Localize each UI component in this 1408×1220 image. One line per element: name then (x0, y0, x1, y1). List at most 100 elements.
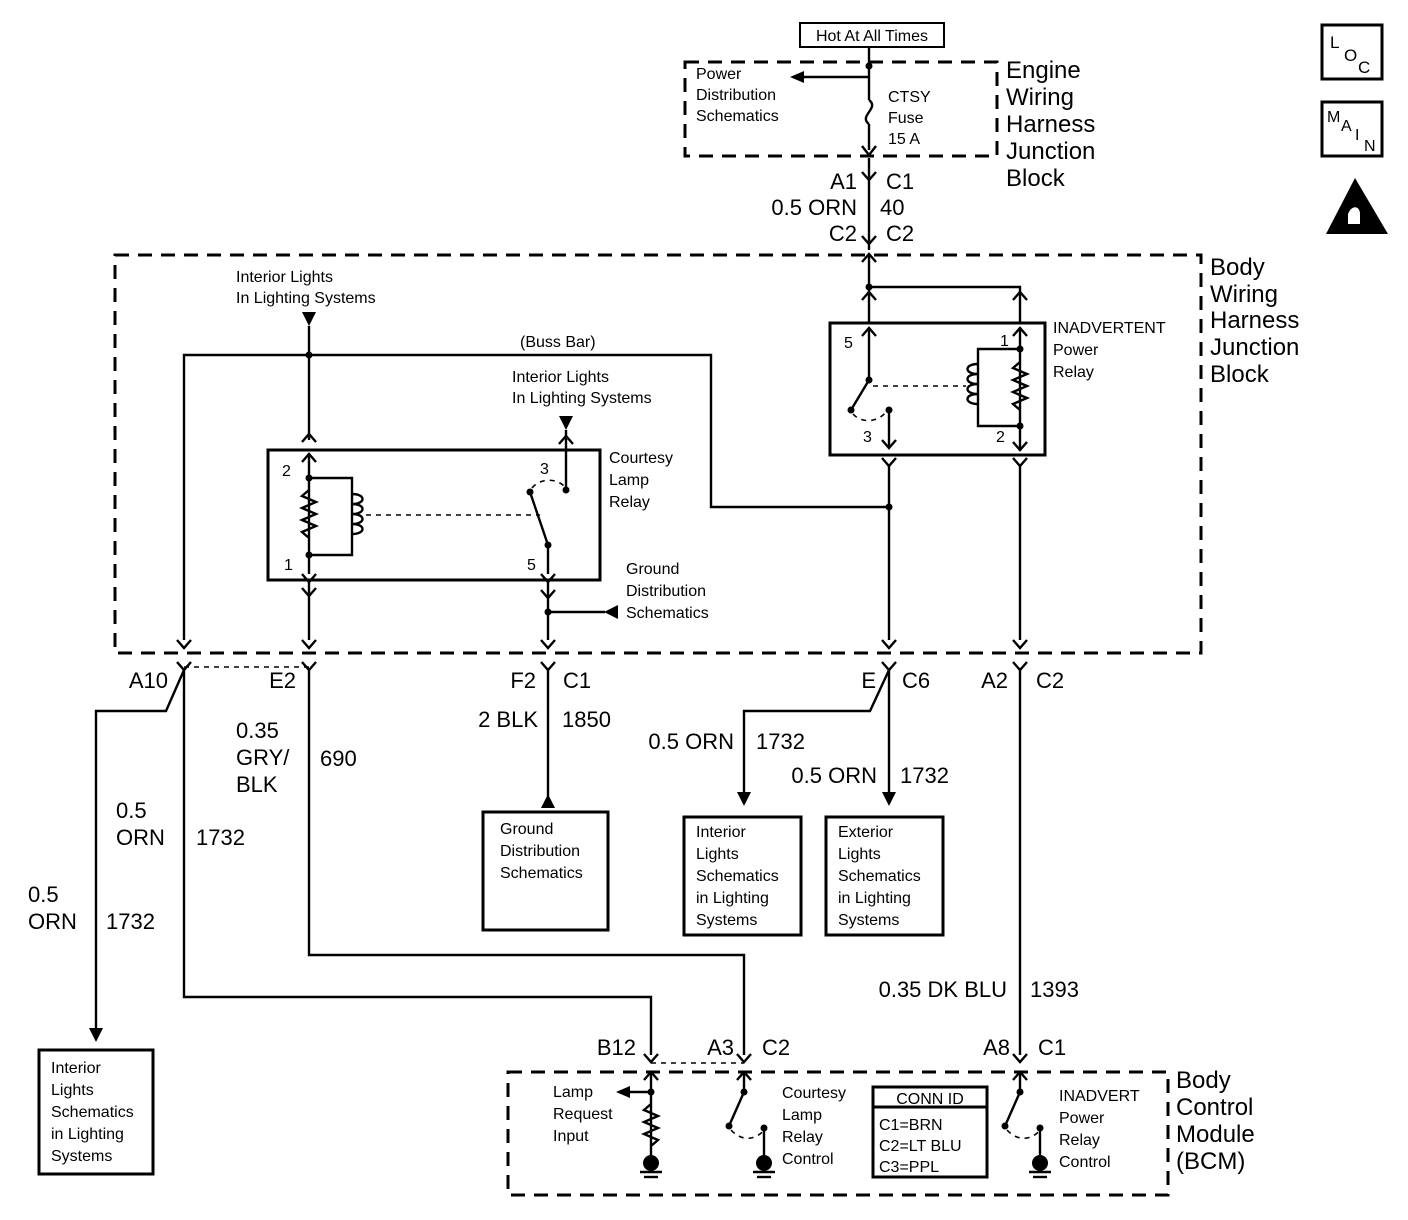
svg-text:Fuse: Fuse (888, 110, 924, 127)
esd-warning-icon (1326, 178, 1388, 234)
inadvert-control-label: INADVERT Power Relay Control (1059, 1088, 1140, 1171)
lamp-request-arrow-icon (616, 1086, 630, 1098)
wire-orn-circuit: 40 (880, 195, 904, 220)
svg-text:Courtesy: Courtesy (609, 450, 673, 467)
svg-text:(BCM): (BCM) (1176, 1148, 1245, 1175)
ground-symbol-icon (640, 1155, 662, 1179)
svg-text:0.5: 0.5 (116, 798, 147, 823)
svg-text:Interior: Interior (696, 824, 746, 841)
ground-distribution-label: Ground Distribution Schematics (626, 561, 709, 622)
lamp-request-label: Lamp Request Input (553, 1084, 613, 1145)
conn-c2-right: C2 (886, 221, 914, 246)
pr-pin-3: 3 (863, 429, 872, 446)
svg-text:L: L (1330, 33, 1339, 52)
buss-bar (182, 353, 889, 640)
svg-text:C: C (1358, 58, 1370, 77)
svg-text:BLK: BLK (236, 772, 278, 797)
conn-e2: E2 (269, 668, 296, 693)
body-control-module (506, 1070, 1170, 1197)
svg-text:Interior Lights: Interior Lights (512, 369, 609, 386)
lamp-request-resistor-icon (640, 1103, 662, 1147)
svg-text:Junction: Junction (1210, 334, 1299, 361)
svg-text:C3=PPL: C3=PPL (879, 1159, 939, 1176)
loc-icon: L O C (1320, 23, 1384, 81)
svg-text:Interior Lights: Interior Lights (236, 269, 333, 286)
exterior-box-arrow-icon (882, 792, 896, 806)
svg-text:ORN: ORN (28, 909, 77, 934)
pds-arrow-icon (790, 71, 804, 83)
interior-left-arrow-icon (89, 1028, 103, 1042)
conn-a8: A8 (983, 1035, 1010, 1060)
fuse-icon (864, 99, 874, 125)
conn-f2: F2 (510, 668, 536, 693)
svg-text:A: A (1341, 118, 1352, 135)
svg-text:0.35: 0.35 (236, 718, 279, 743)
svg-text:Module: Module (1176, 1121, 1255, 1148)
svg-text:Control: Control (1059, 1154, 1111, 1171)
exterior-lights-box: Exterior Lights Schematics in Lighting S… (824, 815, 945, 937)
wire-orn4-label: 0.5 ORN (28, 882, 77, 934)
svg-text:ORN: ORN (116, 825, 165, 850)
courtesy-control-label: Courtesy Lamp Relay Control (782, 1085, 846, 1168)
svg-text:Lamp: Lamp (782, 1107, 822, 1124)
svg-text:Block: Block (1210, 361, 1270, 388)
svg-text:Wiring: Wiring (1006, 84, 1074, 111)
wire-orn2-size: 0.5 ORN (791, 763, 877, 788)
svg-text:Control: Control (782, 1151, 834, 1168)
interior-lights-left-box: Interior Lights Schematics in Lighting S… (37, 1048, 155, 1176)
svg-text:C2=LT BLU: C2=LT BLU (879, 1138, 962, 1155)
svg-text:Relay: Relay (782, 1129, 823, 1146)
pr-pin-2: 2 (996, 429, 1005, 446)
svg-text:in Lighting: in Lighting (696, 890, 769, 907)
conn-a2: A2 (981, 668, 1008, 693)
svg-text:0.5: 0.5 (28, 882, 59, 907)
svg-text:Distribution: Distribution (696, 87, 776, 104)
svg-text:In Lighting Systems: In Lighting Systems (236, 290, 376, 307)
svg-text:Systems: Systems (696, 912, 757, 929)
svg-text:Engine: Engine (1006, 57, 1081, 84)
svg-text:15 A: 15 A (888, 131, 920, 148)
cl-pin-5: 5 (527, 557, 536, 574)
svg-text:Block: Block (1006, 165, 1066, 192)
svg-text:Junction: Junction (1006, 138, 1095, 165)
conn-f2-c1: C1 (563, 668, 591, 693)
ctsy-fuse-label: CTSY Fuse 15 A (888, 89, 931, 148)
conn-e: E (861, 668, 876, 693)
hot-label-box (799, 22, 945, 48)
interior-lights-box: Interior Lights Schematics in Lighting S… (682, 815, 803, 937)
svg-text:Schematics: Schematics (626, 605, 709, 622)
interior-box-arrow-icon (737, 792, 751, 806)
svg-text:Distribution: Distribution (626, 583, 706, 600)
svg-text:Lights: Lights (838, 846, 881, 863)
wire-orn3-circuit: 1732 (196, 825, 245, 850)
wire-gry-blk-label: 0.35 GRY/ BLK (236, 718, 290, 797)
svg-text:M: M (1327, 109, 1340, 126)
svg-text:Systems: Systems (51, 1148, 112, 1165)
interior-mid-arrow-icon (559, 416, 573, 430)
conn-e-c6: C6 (902, 668, 930, 693)
cl-pin-2: 2 (282, 463, 291, 480)
courtesy-coil-icon (351, 492, 364, 536)
wire-blk-circuit: 1850 (562, 707, 611, 732)
courtesy-switch-icon (528, 491, 550, 546)
svg-text:Schematics: Schematics (51, 1104, 134, 1121)
conn-b12: B12 (597, 1035, 636, 1060)
engine-block-title: Engine Wiring Harness Junction Block (1006, 57, 1095, 192)
svg-text:N: N (1364, 138, 1376, 155)
conn-c2-left: C2 (829, 221, 857, 246)
svg-text:I: I (1355, 127, 1359, 144)
wire-dkblu-size: 0.35 DK BLU (879, 977, 1007, 1002)
inadvertent-power-relay (828, 321, 1047, 457)
wire-orn1-circuit: 1732 (756, 729, 805, 754)
svg-text:Systems: Systems (838, 912, 899, 929)
hot-label: Hot At All Times (816, 28, 928, 45)
cl-pin-1: 1 (284, 557, 293, 574)
svg-text:Schematics: Schematics (696, 868, 779, 885)
ground-symbol-icon (1029, 1155, 1051, 1179)
svg-text:Courtesy: Courtesy (782, 1085, 846, 1102)
svg-text:Interior: Interior (51, 1060, 101, 1077)
ground-symbol-icon (753, 1155, 775, 1179)
svg-text:Power: Power (696, 66, 742, 83)
svg-text:Schematics: Schematics (696, 108, 779, 125)
svg-text:Request: Request (553, 1106, 613, 1123)
